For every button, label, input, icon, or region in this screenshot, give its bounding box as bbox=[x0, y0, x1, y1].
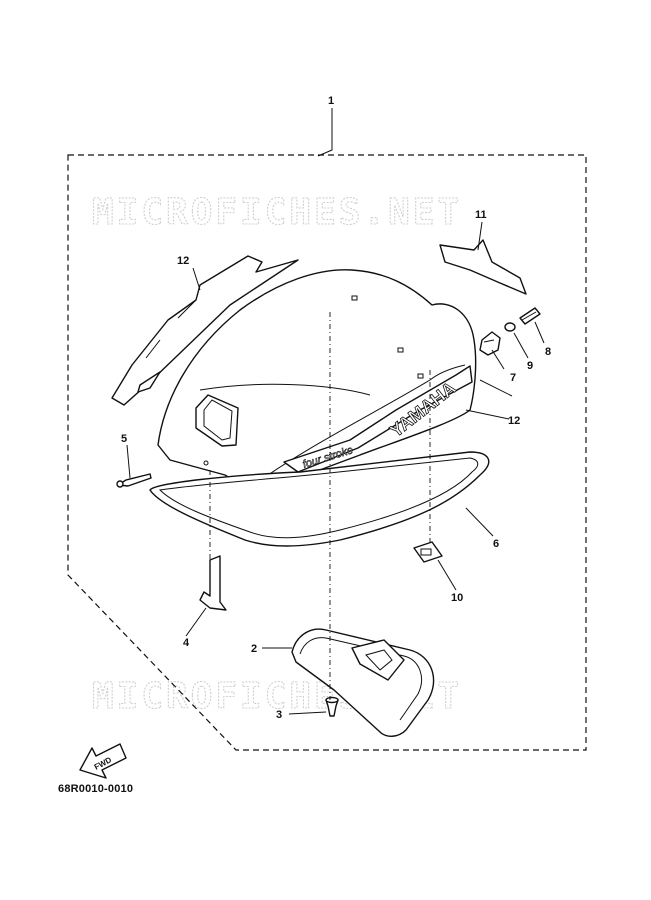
callout-8: 8 bbox=[545, 346, 551, 358]
callout-6: 6 bbox=[493, 538, 499, 550]
clip bbox=[199, 555, 227, 611]
callout-3: 3 bbox=[276, 709, 282, 721]
callout-11: 11 bbox=[475, 209, 487, 221]
top-cowling: four stroke YAMAHA bbox=[157, 269, 477, 506]
callout-2: 2 bbox=[251, 643, 257, 655]
assembly-boundary bbox=[67, 154, 587, 751]
callout-4: 4 bbox=[183, 637, 190, 649]
callout-12-left: 12 bbox=[177, 255, 189, 267]
callout-5: 5 bbox=[121, 433, 127, 445]
callout-10: 10 bbox=[451, 592, 463, 604]
callout-9: 9 bbox=[527, 360, 533, 372]
callout-1: 1 bbox=[328, 95, 334, 107]
screw-top bbox=[519, 307, 541, 325]
forward-arrow-icon: FWD bbox=[79, 743, 127, 779]
screw-bottom bbox=[325, 696, 339, 717]
rivet bbox=[116, 473, 152, 488]
washer bbox=[504, 322, 516, 332]
rubber-seal bbox=[149, 451, 490, 547]
watermark-top: MICROFICHES.NET bbox=[92, 192, 462, 233]
diagram-code: 68R0010-0010 bbox=[58, 783, 134, 795]
callout-12-right: 12 bbox=[508, 415, 520, 427]
grommet bbox=[413, 541, 443, 563]
handle bbox=[291, 628, 435, 737]
side-decal-right bbox=[439, 239, 527, 295]
side-decal-left bbox=[111, 255, 299, 406]
bracket bbox=[479, 331, 501, 356]
callout-7: 7 bbox=[510, 372, 516, 384]
